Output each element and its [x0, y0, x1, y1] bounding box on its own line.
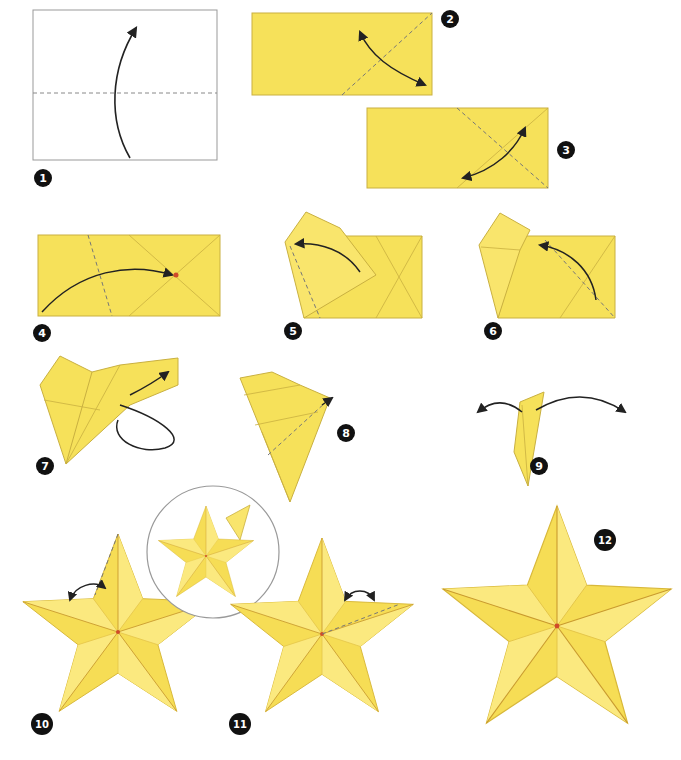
callout-number: 2 — [441, 10, 459, 28]
callout-number: 3 — [557, 141, 575, 159]
callout-number: 1 — [34, 169, 52, 187]
callout-number: 11 — [229, 713, 251, 735]
callout-number: 5 — [284, 322, 302, 340]
callout-number: 8 — [337, 424, 355, 442]
callout-number: 6 — [484, 322, 502, 340]
callout-number: 10 — [31, 713, 53, 735]
callout-number: 4 — [33, 324, 51, 342]
callout-number: 7 — [36, 457, 54, 475]
callout-number: 9 — [530, 457, 548, 475]
callout-number: 12 — [594, 529, 616, 551]
